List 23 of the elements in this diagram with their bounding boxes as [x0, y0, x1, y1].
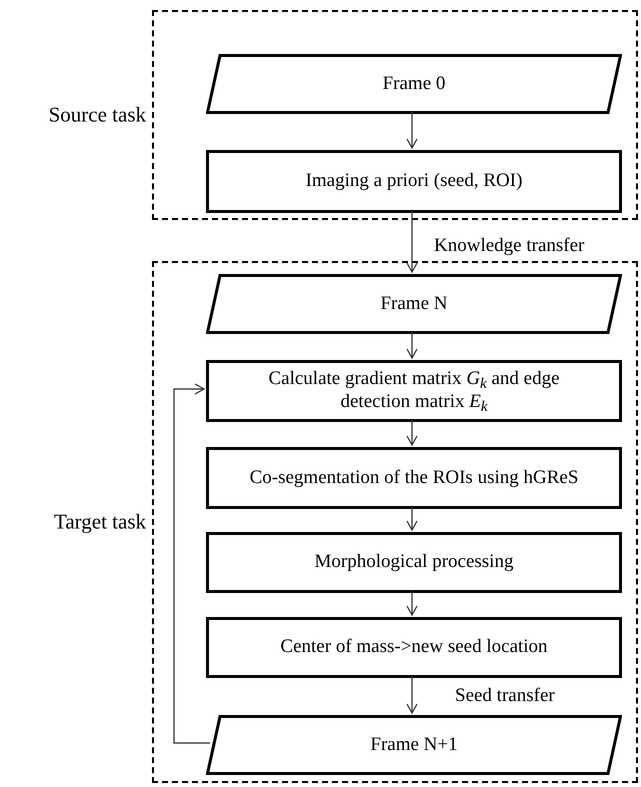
arrow	[173, 383, 210, 744]
node-text: Frame 0	[382, 72, 446, 96]
process-box	[206, 532, 622, 593]
arrow	[406, 507, 418, 531]
arrow	[406, 420, 418, 446]
group-label: Source task	[48, 101, 146, 128]
node-text: Calculate gradient matrix G$_{k}$ and edge detection matrix E$_{k}$	[267, 368, 561, 414]
node-text: Frame N+1	[369, 734, 459, 756]
arrow	[406, 211, 418, 273]
arrow	[406, 332, 418, 359]
node-text: Co-segmentation of the ROIs using hGReS	[248, 466, 580, 490]
node-text: Center of mass->new seed location	[279, 636, 549, 659]
node-text: Imaging a priori (seed, ROI)	[304, 170, 524, 193]
group-label: Target task	[54, 508, 146, 536]
arrow	[406, 112, 418, 149]
arrow	[406, 591, 418, 616]
node-text: Morphological processing	[314, 551, 514, 574]
arrow	[406, 676, 418, 714]
process-box	[206, 150, 622, 213]
node-text: Frame N	[379, 292, 448, 316]
process-box	[206, 447, 622, 509]
process-box	[206, 360, 622, 422]
process-box	[206, 617, 622, 678]
